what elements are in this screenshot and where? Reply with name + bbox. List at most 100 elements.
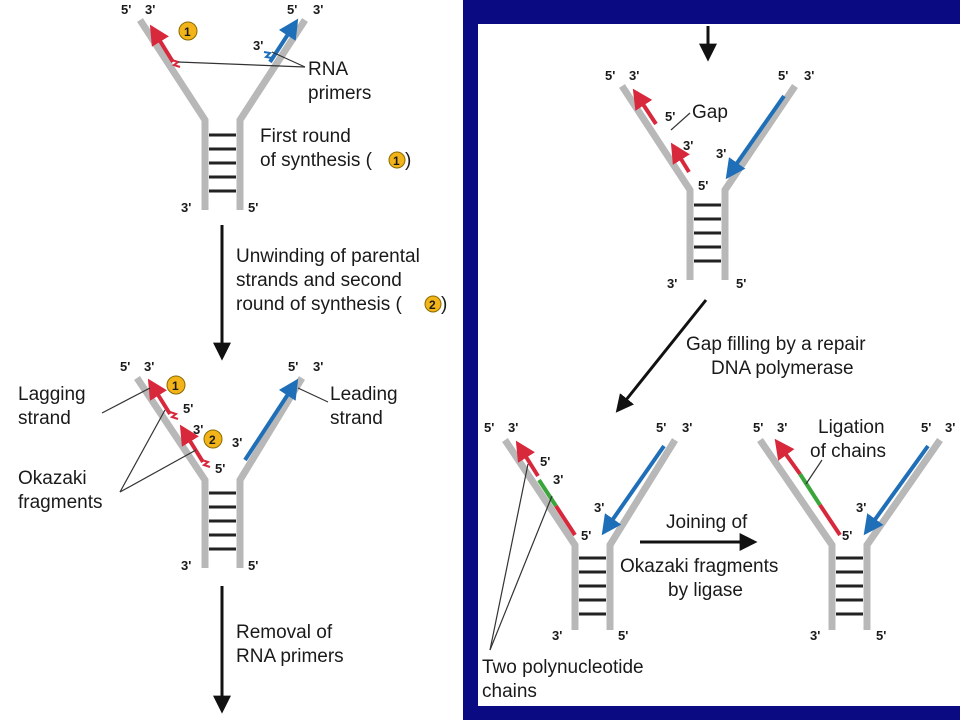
end-label-3: 3' [313, 359, 323, 374]
fork-5: 5' 3' 5' 3' 3' 5' 3' 5' Ligation of chai… [753, 417, 955, 643]
svg-text:2: 2 [209, 433, 216, 447]
parental-strands [757, 438, 943, 630]
end-label-5: 5' [248, 558, 258, 573]
end-label-3: 3' [552, 628, 562, 643]
rna-primer-zigzag [201, 459, 211, 468]
arrow2-label: Removal of [236, 622, 333, 643]
svg-text:1: 1 [393, 154, 400, 168]
step-arrow-3: Gap filling by a repair DNA polymerase [615, 299, 866, 413]
first-round-label: of synthesis ( [260, 150, 373, 171]
end-label-3: 3' [145, 2, 155, 17]
rna-primers-label: primers [308, 83, 371, 104]
end-label-3: 3' [181, 558, 191, 573]
end-label-3: 3' [144, 359, 154, 374]
svg-text:2: 2 [429, 298, 436, 312]
end-label-5: 5' [287, 2, 297, 17]
arrow4-label: Joining of [666, 512, 748, 533]
end-label-5: 5' [656, 420, 666, 435]
filled-gap [537, 478, 558, 508]
fork-2: 5' 3' 5' 3' 5' 3' 3' 5' 3' 5' 1 2 Laggin… [18, 359, 398, 573]
pointer-lines [489, 463, 553, 651]
end-label-3: 3' [313, 2, 323, 17]
pointer-lines [101, 387, 329, 493]
okazaki-fragment [670, 142, 691, 174]
parental-strands [502, 438, 678, 630]
gap-label: Gap [692, 102, 728, 123]
end-label-3: 3' [777, 420, 787, 435]
end-label-3: 3' [253, 38, 263, 53]
end-label-3: 3' [804, 68, 814, 83]
fork-3: 5' 3' 5' 3' 5' 3' 3' 5' 3' 5' Gap [605, 68, 814, 291]
end-label-5: 5' [248, 200, 258, 215]
gap-pointer [670, 112, 691, 131]
primer-pointer [271, 51, 306, 68]
parental-strands [134, 376, 305, 568]
okazaki-fragment [632, 88, 658, 126]
okazaki-fragment [179, 424, 205, 464]
arrow1-label: strands and second [236, 270, 402, 291]
rna-primer-zigzag [263, 51, 273, 59]
okazaki-fragment [515, 440, 540, 478]
fork-4: 5' 3' 5' 3' 5' 3' 3' 5' 3' 5' Two polynu… [482, 420, 692, 702]
rna-primers-label: RNA [308, 59, 348, 80]
end-label-5: 5' [484, 420, 494, 435]
step-arrow-2: Removal of RNA primers [213, 586, 344, 714]
end-label-5: 5' [581, 528, 591, 543]
ligated-chain [774, 438, 802, 476]
end-label-5: 5' [842, 528, 852, 543]
lagging-strand-label: strand [18, 408, 71, 429]
end-label-5: 5' [288, 359, 298, 374]
end-label-5: 5' [183, 401, 193, 416]
okazaki-fragments-label: Okazaki [18, 468, 87, 489]
end-label-3: 3' [682, 420, 692, 435]
end-label-5: 5' [778, 68, 788, 83]
step-arrow-1: Unwinding of parental strands and second… [213, 225, 447, 361]
two-chains-label: chains [482, 681, 537, 702]
end-label-3: 3' [629, 68, 639, 83]
leading-new-strand [268, 18, 299, 64]
leading-new-strand [863, 444, 930, 536]
left-panel [0, 0, 463, 720]
ligation-label: of chains [810, 441, 886, 462]
lagging-new-strand [149, 24, 175, 64]
end-label-5: 5' [121, 2, 131, 17]
arrow3-label: DNA polymerase [711, 358, 854, 379]
arrow4-label: by ligase [668, 580, 743, 601]
base-pair-rungs [694, 203, 721, 263]
base-pair-rungs [836, 556, 863, 616]
step-arrow-4: Joining of Okazaki fragments by ligase [620, 512, 778, 601]
lagging-strand-label: Lagging [18, 384, 86, 405]
rna-primer-zigzag [171, 59, 181, 68]
badge-1: 1 [388, 151, 406, 169]
leading-strand-label: strand [330, 408, 383, 429]
end-label-5: 5' [605, 68, 615, 83]
rna-primer-zigzag [169, 411, 179, 420]
ligation-label: Ligation [818, 417, 885, 438]
arrow1-close: ) [441, 294, 447, 315]
right-panel [478, 24, 960, 706]
svg-text:1: 1 [184, 25, 191, 39]
okazaki-fragment [147, 378, 172, 416]
leading-new-strand [601, 444, 666, 536]
svg-text:1: 1 [172, 379, 179, 393]
end-label-5: 5' [120, 359, 130, 374]
end-label-3: 3' [508, 420, 518, 435]
parental-strands [619, 84, 798, 280]
end-label-3: 3' [716, 146, 726, 161]
end-label-3: 3' [232, 435, 242, 450]
okazaki-fragments-label: fragments [18, 492, 102, 513]
end-label-3: 3' [945, 420, 955, 435]
base-pair-rungs [209, 133, 236, 193]
end-label-3: 3' [181, 200, 191, 215]
end-label-5: 5' [736, 276, 746, 291]
arrow1-label: round of synthesis ( [236, 294, 402, 315]
end-label-5: 5' [540, 454, 550, 469]
base-pair-rungs [579, 556, 606, 616]
parental-strands [137, 18, 308, 210]
end-label-3: 3' [810, 628, 820, 643]
leading-strand-label: Leading [330, 384, 398, 405]
end-label-5: 5' [876, 628, 886, 643]
ligated-chain-green [798, 472, 822, 507]
end-label-5: 5' [215, 461, 225, 476]
